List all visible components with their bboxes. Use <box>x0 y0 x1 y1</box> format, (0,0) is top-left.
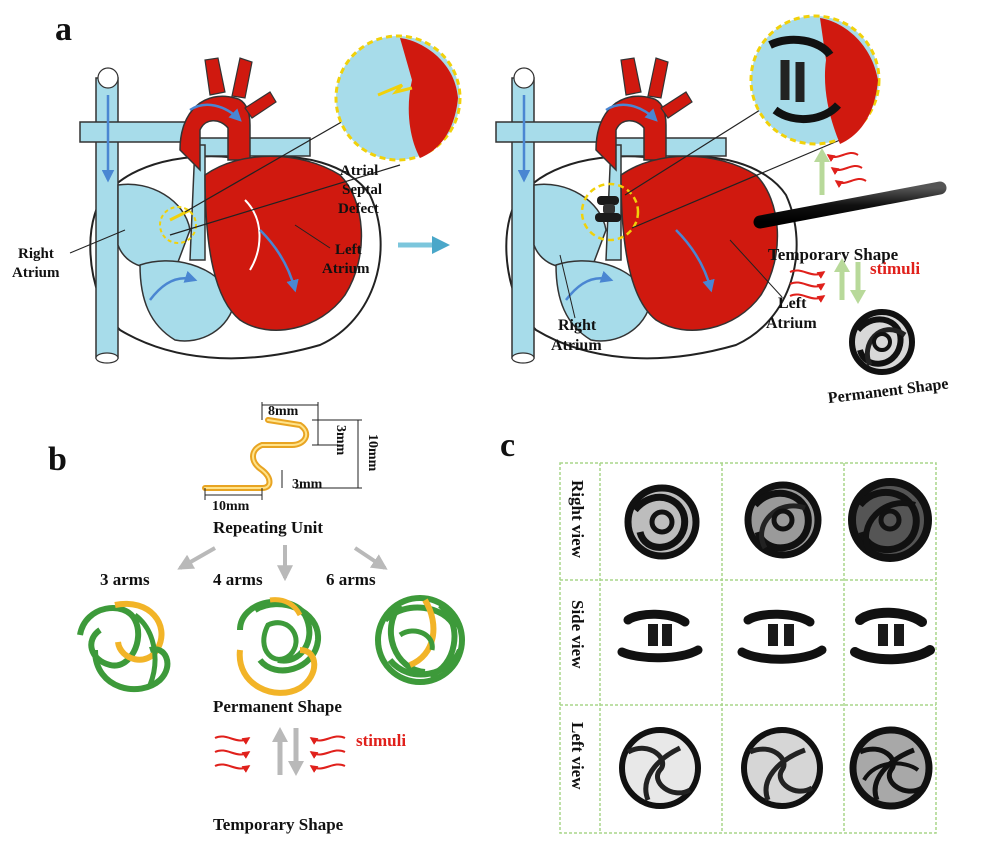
panel-label-b: b <box>48 441 67 478</box>
arms-3-label: 3 arms <box>100 570 150 589</box>
row-label-side-view: Side view <box>568 600 587 669</box>
permanent-device-a <box>849 309 915 375</box>
permanent-shape-label-a: Permanent Shape <box>827 375 949 407</box>
row-label-right-view: Right view <box>568 480 587 559</box>
temporary-shape-label-a: Temporary Shape <box>768 245 899 264</box>
photo-right-view-3-arms <box>624 484 700 560</box>
dim-10mm-height: 10mm <box>365 434 380 472</box>
photo-left-view-6-arms <box>849 726 933 810</box>
heart-illustration-left <box>79 57 382 364</box>
right-atrium-label-right-2: Atrium <box>551 337 602 354</box>
zoom-device <box>768 35 842 124</box>
photo-side-view-6-arms <box>850 607 935 665</box>
dim-10mm-width: 10mm <box>212 499 250 514</box>
photo-right-view-4-arms <box>744 481 822 559</box>
left-atrium-label-2: Atrium <box>322 261 370 277</box>
stimuli-arrows-b <box>214 727 346 776</box>
device-zoom-inset <box>624 14 881 229</box>
arms-4-label: 4 arms <box>213 570 263 589</box>
dim-8mm: 8mm <box>268 404 299 419</box>
permanent-shape-label-b: Permanent Shape <box>213 697 342 716</box>
temporary-rod-right <box>753 181 947 229</box>
arms-6-label: 6 arms <box>326 570 376 589</box>
defect-zoom-inset <box>169 34 462 236</box>
row-label-left-view: Left view <box>568 722 587 790</box>
left-atrium-label-1: Left <box>335 242 362 258</box>
right-atrium-label-1: Right <box>18 246 54 262</box>
right-atrium-label-2: Atrium <box>12 265 60 281</box>
left-atrium-label-right-1: Left <box>778 295 807 312</box>
defect-label-3: Defect <box>338 201 379 217</box>
stimuli-label-a: stimuli <box>870 259 920 278</box>
stimuli-arrows-mid <box>789 258 866 304</box>
right-atrium-label-right-1: Right <box>558 317 597 334</box>
photo-left-view-4-arms <box>741 727 823 809</box>
repeating-unit-label: Repeating Unit <box>213 518 323 537</box>
dim-3mm-upper: 3mm <box>333 425 348 456</box>
stimuli-arrows-top <box>814 148 867 195</box>
knot-3-arms <box>77 600 171 693</box>
stimuli-label-b: stimuli <box>356 731 406 750</box>
transition-arrow <box>398 236 450 254</box>
photo-side-view-3-arms <box>617 609 703 663</box>
labels-right-heart: Right Atrium Left Atrium <box>551 239 817 354</box>
knot-4-arms <box>236 597 322 696</box>
photo-side-view-4-arms <box>737 609 827 664</box>
repeating-unit-diagram <box>202 402 362 500</box>
panel-label-c: c <box>500 427 515 464</box>
knot-6-arms <box>375 595 465 685</box>
left-atrium-label-right-2: Atrium <box>766 315 817 332</box>
panel-label-a: a <box>55 11 72 48</box>
defect-label-2: Septal <box>342 182 382 198</box>
implanted-device <box>595 196 621 222</box>
photo-right-view-6-arms <box>848 478 932 562</box>
temporary-shape-label-b: Temporary Shape <box>213 815 344 834</box>
defect-label-1: Atrial <box>340 163 378 179</box>
labels-left-heart: Right Atrium Left Atrium Atrial Septal D… <box>12 163 382 281</box>
branch-arrows <box>177 545 388 582</box>
photo-left-view-3-arms <box>619 727 701 809</box>
dim-3mm-lower: 3mm <box>292 477 323 492</box>
heart-illustration-right <box>495 57 798 364</box>
